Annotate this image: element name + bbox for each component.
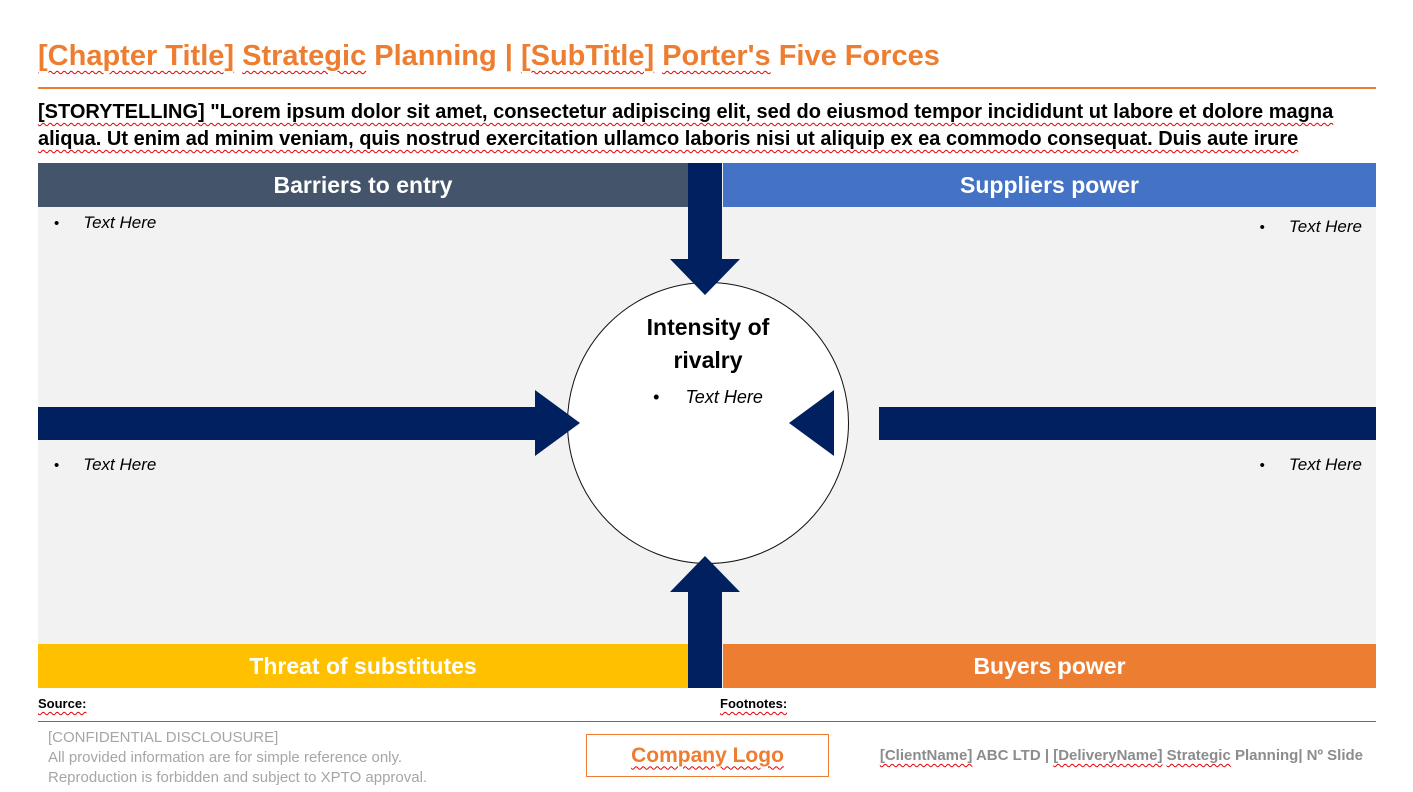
arrow-right-icon [535, 390, 580, 456]
footnotes-label-text: Footnotes: [720, 696, 788, 711]
bullet-buyers-power: • Text Here [1260, 455, 1362, 475]
company-logo-box: Company Logo [586, 734, 829, 777]
quadrant-header-barriers-to-entry: Barriers to entry [38, 163, 688, 207]
arrow-left-icon [789, 390, 834, 456]
five-forces-diagram: Barriers to entry Suppliers power Threat… [38, 163, 1376, 688]
bullet-icon: • [1259, 457, 1265, 474]
circle-title: Intensity of rivalry [646, 314, 770, 373]
bullet-text: Text Here [83, 213, 157, 232]
arrow-up-icon [670, 556, 740, 592]
footnotes-label: Footnotes: [720, 696, 787, 711]
company-logo-text: Company Logo [631, 743, 784, 767]
footer-divider [38, 721, 1376, 722]
footer-client-info: [ClientName] ABC LTD | [DeliveryName] St… [879, 747, 1363, 764]
bullet-suppliers-power: • Text Here [1260, 217, 1362, 237]
bullet-icon: • [653, 387, 660, 407]
quadrant-header-suppliers-power: Suppliers power [723, 163, 1376, 207]
bullet-barriers-to-entry: • Text Here [54, 213, 156, 233]
title-underline [38, 87, 1376, 89]
bullet-text: Text Here [685, 387, 763, 407]
storytelling-text: [STORYTELLING] "Lorem ipsum dolor sit am… [38, 99, 1333, 153]
bullet-text: Text Here [1288, 455, 1362, 474]
page-title: [Chapter Title] Strategic Planning | [Su… [38, 40, 940, 72]
bullet-icon: • [54, 457, 60, 474]
quadrant-header-buyers-power: Buyers power [723, 644, 1376, 688]
confidential-line-1: [CONFIDENTIAL DISCLOUSURE] [48, 729, 279, 746]
circle-bullet: • Text Here [653, 387, 763, 408]
bullet-text: Text Here [83, 455, 157, 474]
arrow-down-icon [688, 163, 722, 259]
confidential-line-2: All provided information are for simple … [48, 749, 403, 766]
arrow-down-icon [670, 259, 740, 295]
storytelling-line-2: aliqua. Ut enim ad minim veniam, quis no… [38, 128, 1299, 150]
confidential-line-3: Reproduction is forbidden and subject to… [48, 769, 428, 786]
source-label-text: Source: [38, 696, 87, 711]
bullet-icon: • [1259, 219, 1265, 236]
storytelling-line-1: [STORYTELLING] "Lorem ipsum dolor sit am… [38, 101, 1334, 123]
source-label: Source: [38, 696, 86, 711]
bullet-icon: • [54, 215, 60, 232]
quadrant-header-threat-of-substitutes: Threat of substitutes [38, 644, 688, 688]
bullet-threat-of-substitutes: • Text Here [54, 455, 156, 475]
confidential-disclosure: [CONFIDENTIAL DISCLOUSURE] All provided … [48, 728, 427, 788]
bullet-text: Text Here [1288, 217, 1362, 236]
arrow-left-icon [879, 407, 1376, 440]
arrow-right-icon [38, 407, 535, 440]
arrow-up-icon [688, 592, 722, 688]
